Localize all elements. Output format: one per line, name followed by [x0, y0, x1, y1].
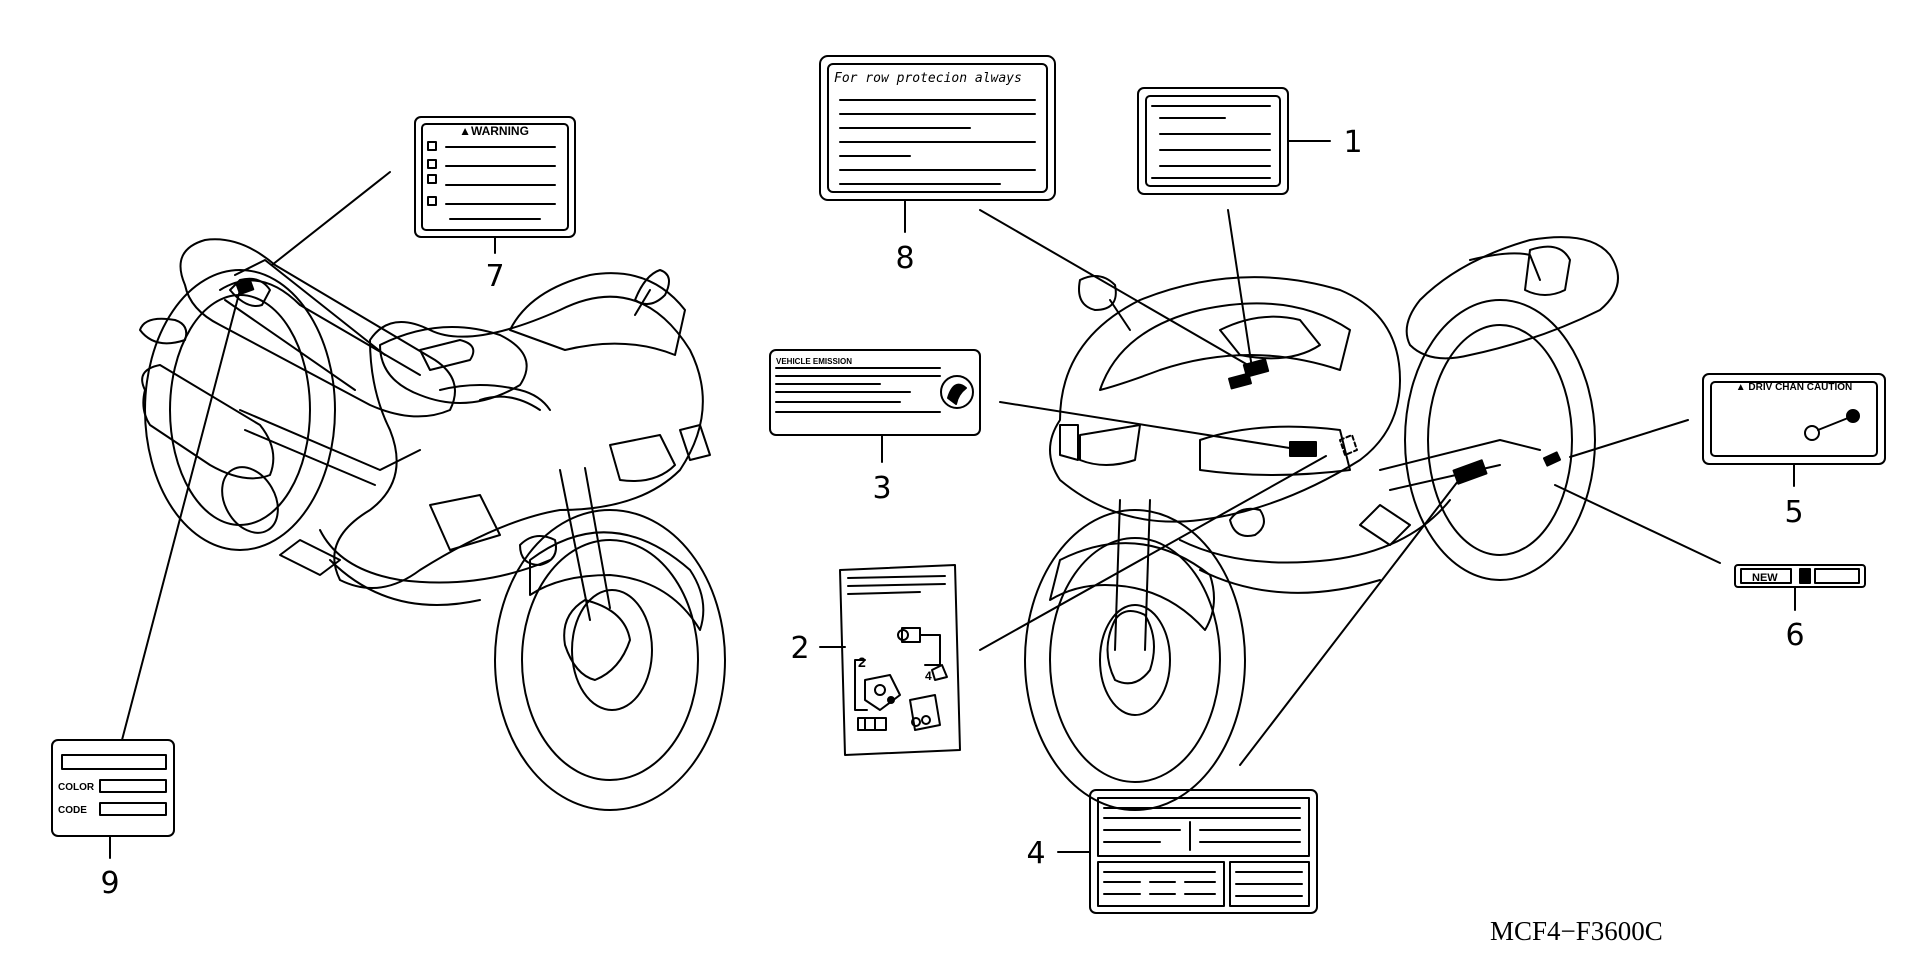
label-2-schematic: 2 4 [819, 564, 961, 756]
label-4-info-panel [1057, 789, 1318, 914]
color-text: COLOR [58, 782, 95, 793]
label-3-vehicle-emission: VEHICLE EMISSION [769, 349, 981, 463]
left-motorcycle [139, 238, 726, 811]
leader-lines [121, 171, 1721, 766]
callout-7: 7 [485, 259, 504, 294]
callout-6: 6 [1785, 618, 1804, 653]
callout-2: 2 [790, 631, 809, 666]
vehicle-text: VEHICLE EMISSION [776, 357, 852, 366]
protection-text: For row protecion always [834, 71, 1022, 86]
warning-text: ▲WARNING [459, 124, 529, 138]
svg-text:2: 2 [858, 654, 866, 670]
callout-9: 9 [100, 866, 119, 901]
callout-5: 5 [1784, 495, 1803, 530]
callout-4: 4 [1026, 836, 1045, 871]
label-6-new: NEW [1734, 564, 1866, 611]
svg-text:4: 4 [925, 669, 932, 683]
label-8-protection: For row protecion always [819, 55, 1056, 233]
callout-3: 3 [872, 471, 891, 506]
callout-8: 8 [895, 241, 914, 276]
label-5-chain-caution: ▲ DRIV CHAN CAUTION [1702, 373, 1886, 487]
new-text: NEW [1752, 572, 1778, 584]
label-7-warning: ▲WARNING [414, 116, 576, 254]
callout-1: 1 [1343, 125, 1362, 160]
diagram-reference-code: MCF4−F3600C [1490, 916, 1663, 946]
label-1 [1137, 87, 1331, 195]
chain-text: ▲ DRIV CHAN CAUTION [1736, 382, 1853, 393]
right-motorcycle [1024, 236, 1619, 811]
label-9-color-code: COLOR CODE [51, 739, 175, 859]
code-text: CODE [58, 805, 87, 816]
